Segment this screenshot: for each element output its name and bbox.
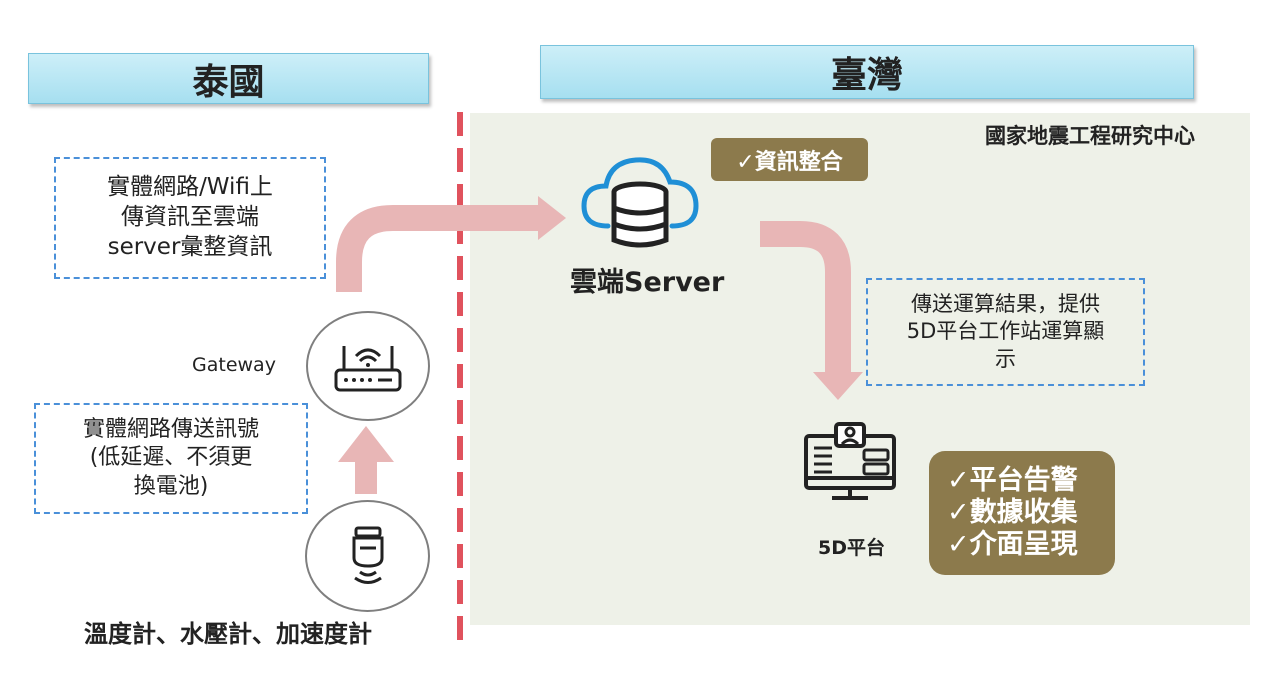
upload-note-line: server彙整資訊 [107, 233, 273, 260]
organization-label: 國家地震工程研究中心 [985, 124, 1195, 148]
result-note: 傳送運算結果，提供 5D平台工作站運算顯 示 [866, 278, 1145, 386]
physical-note-line: 換電池) [133, 473, 209, 499]
sensor-label: 溫度計、水壓計、加速度計 [84, 620, 372, 648]
physical-network-note: 實體網路傳送訊號 (低延遲、不須更 換電池) [34, 403, 308, 514]
feature-item: ✓平台告警 [947, 465, 1078, 497]
cloud-database-icon [581, 157, 699, 248]
result-arrow [760, 221, 851, 375]
upload-note-line: 實體網路/Wifi上 [107, 174, 273, 201]
taiwan-banner: 臺灣 [540, 45, 1194, 99]
sensor-arrow-shaft [355, 462, 377, 494]
physical-note-line: (低延遲、不須更 [89, 445, 253, 471]
result-note-line: 5D平台工作站運算顯 [906, 319, 1105, 344]
upload-note: 實體網路/Wifi上 傳資訊至雲端 server彙整資訊 [54, 157, 326, 279]
feature-item: ✓介面呈現 [947, 528, 1078, 560]
upload-arrow-head [538, 196, 566, 240]
result-note-line: 傳送運算結果，提供 [911, 292, 1100, 317]
gateway-node [306, 311, 430, 421]
upload-arrow [336, 205, 540, 292]
feature-list: ✓平台告警 ✓數據收集 ✓介面呈現 [929, 451, 1115, 575]
taiwan-zone [470, 113, 1250, 625]
border-divider [457, 112, 463, 642]
thailand-title: 泰國 [192, 61, 265, 103]
sensor-arrow-head [338, 426, 394, 462]
physical-note-line: 實體網路傳送訊號 [82, 416, 259, 442]
result-note-line: 示 [995, 346, 1016, 371]
platform-label: 5D平台 [818, 537, 885, 559]
gateway-label: Gateway [192, 354, 276, 376]
cloud-server-label: 雲端Server [570, 267, 725, 298]
upload-note-line: 傳資訊至雲端 [121, 204, 259, 231]
monitor-dashboard-icon [804, 422, 896, 500]
sensor-node [305, 500, 430, 612]
taiwan-title: 臺灣 [830, 55, 903, 96]
result-arrow-head [813, 372, 863, 400]
integration-badge: ✓資訊整合 [711, 138, 868, 181]
sensor-icon [352, 526, 383, 584]
thailand-banner: 泰國 [28, 53, 429, 104]
feature-item: ✓數據收集 [947, 497, 1078, 529]
router-icon [334, 346, 402, 392]
